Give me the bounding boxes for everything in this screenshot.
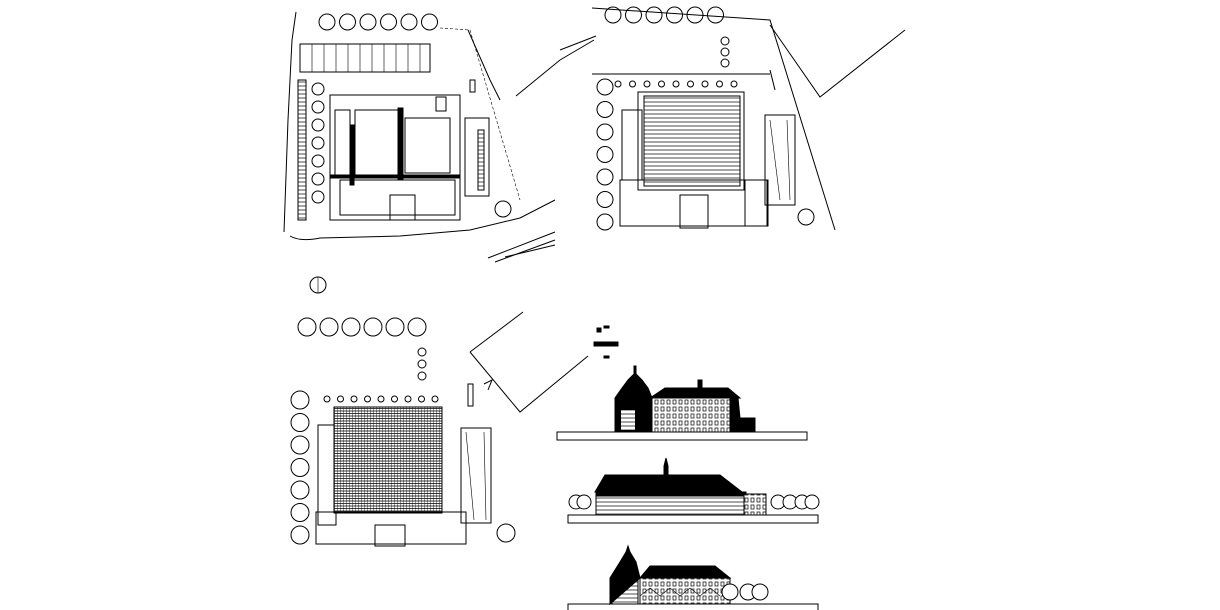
tree-dot-icon <box>431 395 439 403</box>
tree-icon <box>318 13 336 31</box>
tree-icon <box>417 371 427 381</box>
ground-floor-plan <box>283 11 556 263</box>
elevations <box>556 325 820 610</box>
tree-icon <box>707 6 724 24</box>
tree-icon <box>290 413 310 432</box>
tree-icon <box>341 317 361 337</box>
tree-dot-icon <box>323 395 331 403</box>
tree-icon <box>604 6 622 24</box>
tree-dot-icon <box>337 395 344 403</box>
elevation-3 <box>567 544 819 610</box>
tree-icon <box>311 82 325 96</box>
tree-icon <box>290 390 310 410</box>
tree-icon <box>421 13 438 31</box>
tree-icon <box>311 190 325 204</box>
tree-icon <box>417 359 427 369</box>
tree-icon <box>339 13 356 31</box>
tree-icon <box>359 13 377 31</box>
tree-dot-icon <box>716 80 723 88</box>
tree-icon <box>596 101 614 118</box>
shrub-icon <box>751 583 769 601</box>
tree-dot-icon <box>687 80 694 88</box>
tree-icon <box>290 503 310 522</box>
elevation-1 <box>556 365 808 441</box>
tree-icon <box>385 317 405 337</box>
tree-icon <box>645 6 663 24</box>
tree-icon <box>494 200 512 218</box>
tree-icon <box>290 525 310 545</box>
roof-plan <box>290 311 589 547</box>
tree-icon <box>407 317 427 337</box>
tree-icon <box>666 6 683 24</box>
tree-icon <box>596 168 614 186</box>
tree-icon <box>400 13 418 31</box>
tree-dot-icon <box>377 395 385 403</box>
tree-icon <box>311 136 325 150</box>
tree-icon <box>496 523 516 543</box>
tree-icon <box>311 100 325 114</box>
tree-dot-icon <box>658 80 665 88</box>
tree-icon <box>417 347 427 357</box>
tree-icon <box>297 317 317 337</box>
tree-icon <box>596 146 614 163</box>
shrub-icon <box>804 494 820 510</box>
tree-dot-icon <box>364 395 371 403</box>
tree-icon <box>311 154 325 168</box>
tree-dot-icon <box>391 395 398 403</box>
tree-row-top <box>318 13 438 31</box>
tree-dot-icon <box>629 80 636 88</box>
tree-icon <box>720 58 730 68</box>
elevation-2 <box>567 457 820 524</box>
tree-icon <box>625 6 642 24</box>
tree-dot-icon <box>350 395 358 403</box>
tree-icon <box>311 172 325 186</box>
tree-icon <box>596 191 614 208</box>
tree-icon <box>319 317 339 337</box>
tree-icon <box>290 458 310 477</box>
tree-icon <box>290 435 310 455</box>
tree-dot-icon <box>701 80 709 88</box>
tree-dot-icon <box>614 80 622 88</box>
tree-icon <box>380 13 397 31</box>
shrub-icon <box>721 583 739 601</box>
tree-icon <box>311 118 325 132</box>
tree-dot-icon <box>418 395 425 403</box>
tree-icon <box>797 208 815 226</box>
tree-dot-icon <box>730 80 738 88</box>
tree-dot-icon <box>672 80 680 88</box>
tree-icon <box>290 480 310 500</box>
tree-icon <box>596 123 614 141</box>
tree-icon <box>596 78 614 96</box>
tree-icon <box>363 317 383 337</box>
shrub-icon <box>576 494 592 510</box>
scale-marker <box>593 325 619 359</box>
tree-icon <box>720 47 730 57</box>
upper-floor-plan <box>515 6 906 231</box>
tree-dot-icon <box>404 395 412 403</box>
tree-icon <box>596 213 614 231</box>
tree-dot-icon <box>643 80 651 88</box>
tree-icon <box>720 36 730 46</box>
north-marker <box>309 276 327 294</box>
